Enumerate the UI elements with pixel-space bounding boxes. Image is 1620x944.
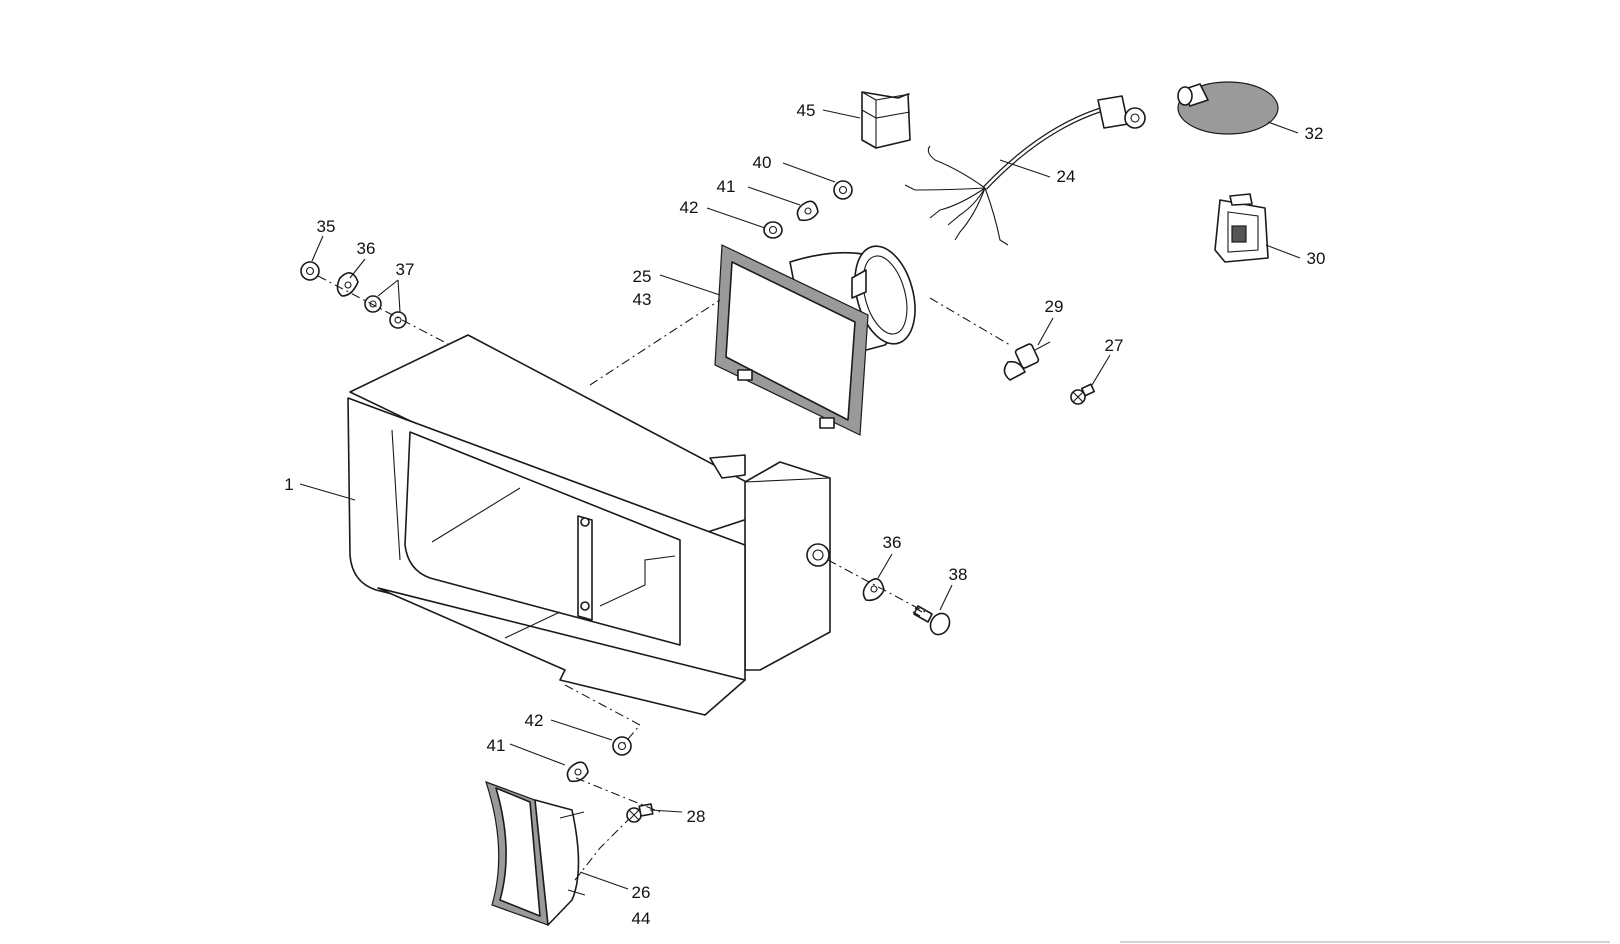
- callout-38: 38: [949, 565, 968, 584]
- callout-35: 35: [317, 217, 336, 236]
- fasteners-top: [763, 180, 853, 239]
- foam-pad: [1177, 81, 1279, 135]
- bulb: [1003, 341, 1051, 381]
- leader-lines: [299, 109, 1301, 890]
- headlamp-housing: [347, 334, 831, 716]
- callout-45: 45: [797, 101, 816, 120]
- callout-29: 29: [1045, 297, 1064, 316]
- small-bulb: [1070, 383, 1096, 405]
- socket: [1214, 193, 1269, 263]
- callouts: 1 25 43 24 32 30 45 40 41 42 35 36 37 29…: [284, 101, 1325, 928]
- wiring-harness: [904, 95, 1146, 246]
- callout-26: 26: [632, 883, 651, 902]
- side-marker-lamp: [485, 781, 586, 926]
- callout-1: 1: [284, 475, 293, 494]
- fasteners-top-left: [300, 261, 407, 329]
- callout-44: 44: [632, 909, 651, 928]
- callout-24: 24: [1057, 167, 1076, 186]
- headlamp-unit: [714, 244, 916, 436]
- callout-25: 25: [633, 267, 652, 286]
- callout-41-bottom: 41: [487, 736, 506, 755]
- fasteners-right: [862, 578, 951, 636]
- connector-block: [861, 91, 911, 149]
- callout-43: 43: [633, 290, 652, 309]
- fasteners-bottom: [566, 736, 632, 783]
- callout-30: 30: [1307, 249, 1326, 268]
- callout-36-right: 36: [883, 533, 902, 552]
- callout-37: 37: [396, 260, 415, 279]
- callout-42-bottom: 42: [525, 711, 544, 730]
- callout-27: 27: [1105, 336, 1124, 355]
- assembly-lines: [317, 275, 1011, 881]
- callout-41-top: 41: [717, 177, 736, 196]
- callout-36-top: 36: [357, 239, 376, 258]
- callout-32: 32: [1305, 124, 1324, 143]
- callout-42-top: 42: [680, 198, 699, 217]
- callout-28: 28: [687, 807, 706, 826]
- callout-40: 40: [753, 153, 772, 172]
- side-bulb: [626, 803, 654, 823]
